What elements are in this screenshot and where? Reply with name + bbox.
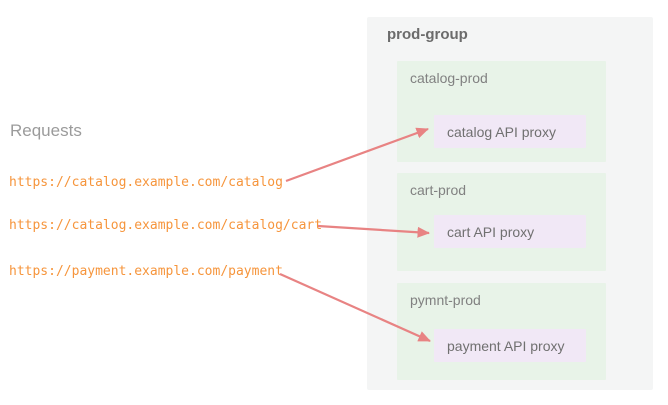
- prod-group-title: prod-group: [387, 26, 468, 43]
- prod-group-box: prod-group catalog-prod catalog API prox…: [367, 17, 653, 390]
- environment-box-cart-prod: cart-prod cart API proxy: [397, 173, 606, 271]
- environment-box-pymnt-prod: pymnt-prod payment API proxy: [397, 283, 606, 380]
- api-proxy-label: cart API proxy: [447, 223, 535, 240]
- api-proxy-label: catalog API proxy: [447, 123, 556, 140]
- environment-name: catalog-prod: [410, 70, 488, 86]
- requests-heading: Requests: [10, 121, 82, 140]
- request-url-catalog-cart: https://catalog.example.com/catalog/cart: [9, 218, 323, 233]
- api-proxy-box-payment: payment API proxy: [434, 329, 586, 362]
- environment-name: cart-prod: [410, 182, 467, 198]
- environment-box-catalog-prod: catalog-prod catalog API proxy: [397, 61, 606, 162]
- request-url-payment: https://payment.example.com/payment: [9, 264, 283, 279]
- api-proxy-label: payment API proxy: [447, 337, 565, 354]
- api-proxy-box-catalog: catalog API proxy: [434, 115, 586, 148]
- api-proxy-box-cart: cart API proxy: [434, 215, 586, 248]
- request-url-catalog: https://catalog.example.com/catalog: [9, 175, 283, 190]
- environment-name: pymnt-prod: [410, 292, 481, 308]
